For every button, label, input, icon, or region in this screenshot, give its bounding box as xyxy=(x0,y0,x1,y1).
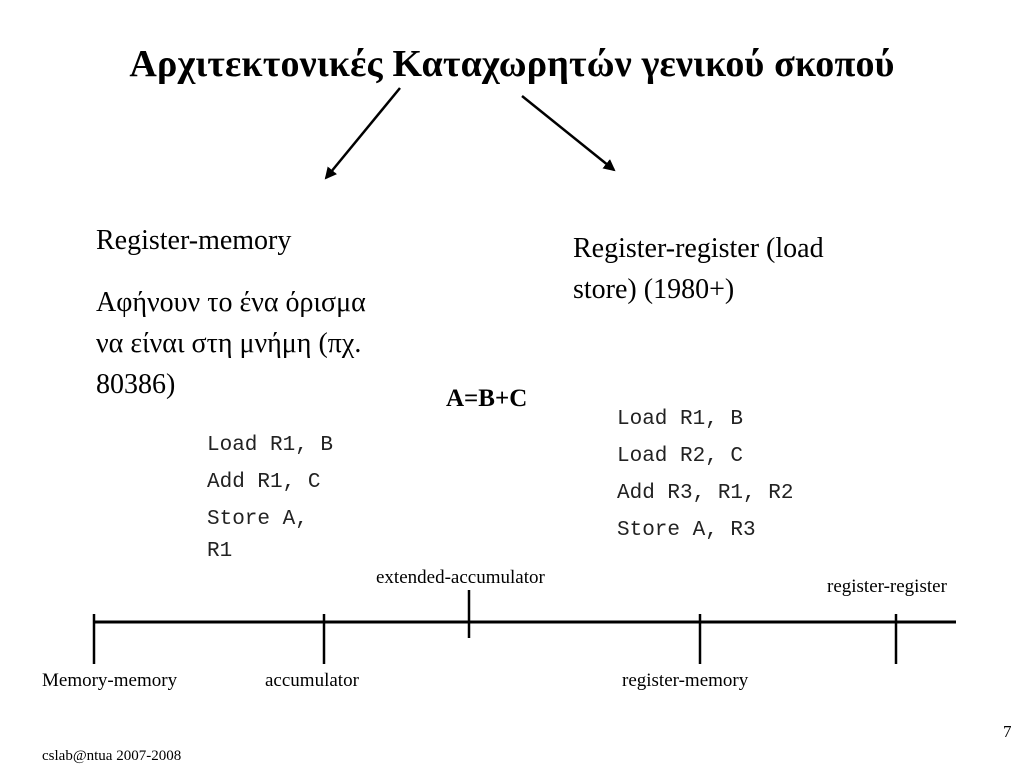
left-desc-line1: Αφήνουν το ένα όρισμα xyxy=(96,287,366,318)
scale-label-memory-memory: Memory-memory xyxy=(42,670,178,691)
arrow-right xyxy=(521,95,616,172)
right-code-line3: Add R3, R1, R2 xyxy=(617,482,794,505)
right-code-line2: Load R2, C xyxy=(617,445,744,468)
slide-title: Αρχιτεκτονικές Καταχωρητών γενικού σκοπο… xyxy=(129,43,895,85)
left-desc-line3: 80386) xyxy=(96,369,176,400)
right-code-line4: Store A, R3 xyxy=(617,519,756,542)
left-desc-line2: να είναι στη μνήμη (πχ. xyxy=(96,328,362,359)
left-heading: Register-memory xyxy=(96,225,292,256)
scale-label-register-register: register-register xyxy=(827,576,947,597)
left-code-line3: Store A, xyxy=(207,508,308,531)
page-number: 7 xyxy=(1003,722,1012,741)
right-heading-line1: Register-register (load xyxy=(573,233,824,264)
left-code-line4: R1 xyxy=(207,540,233,563)
scale-label-accumulator: accumulator xyxy=(265,670,359,691)
left-code-line1: Load R1, B xyxy=(207,434,334,457)
scale-label-register-memory: register-memory xyxy=(622,670,749,691)
right-code-line1: Load R1, B xyxy=(617,408,744,431)
equation: A=B+C xyxy=(446,385,528,412)
footer-text: cslab@ntua 2007-2008 xyxy=(42,748,182,764)
arrow-left xyxy=(324,87,401,180)
left-code-line2: Add R1, C xyxy=(207,471,321,494)
scale-label-extended-accumulator: extended-accumulator xyxy=(376,567,545,588)
right-heading-line2: store) (1980+) xyxy=(573,274,735,305)
